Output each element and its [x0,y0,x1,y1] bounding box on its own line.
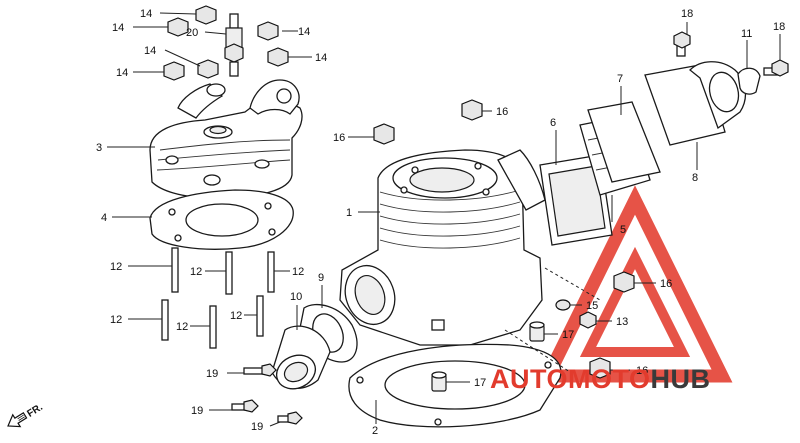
callout-13: 13 [616,316,628,328]
callout-16: 16 [333,132,345,144]
callout-12: 12 [110,261,122,273]
callout-14: 14 [298,26,310,38]
callout-9: 9 [318,272,324,284]
callout-2: 2 [372,425,378,437]
callout-4: 4 [101,212,107,224]
callout-19: 19 [251,421,263,433]
callout-6: 6 [550,117,556,129]
callout-17: 17 [562,329,574,341]
callout-16: 16 [660,278,672,290]
intake-manifold [644,61,747,146]
callout-19: 19 [191,405,203,417]
callout-11: 11 [741,28,752,40]
front-direction-arrow: FR. [7,402,45,428]
callout-12: 12 [190,266,202,278]
watermark-auto: AUTO [490,364,568,394]
callout-14: 14 [144,45,156,57]
clamp [737,67,761,95]
callout-12: 12 [230,310,242,322]
callout-12: 12 [176,321,188,333]
callout-16: 16 [496,106,508,118]
callout-8: 8 [692,172,698,184]
callout-12: 12 [292,266,304,278]
callout-7: 7 [617,73,623,85]
callout-5: 5 [620,224,626,236]
watermark-text: AUTOMOTOHUB [490,364,711,394]
cylinder [339,149,546,346]
leader-lines [107,12,781,427]
watermark-logo [537,185,733,383]
callout-17: 17 [474,377,486,389]
callout-20: 20 [186,27,198,39]
bolts-19-18 [231,31,789,425]
svg-text:AUTOMOTOHUB: AUTOMOTOHUB [490,364,711,394]
callout-12: 12 [110,314,122,326]
front-label: FR. [25,402,45,420]
spark-plug [224,13,244,77]
base-gasket [348,343,562,428]
callout-3: 3 [96,142,102,154]
callout-10: 10 [290,291,302,303]
callout-numbers: 14 14 14 14 14 14 20 3 4 12 12 12 12 12 … [96,8,785,437]
watermark-moto: MOTO [568,364,651,394]
callout-16: 16 [636,365,648,377]
callout-18: 18 [773,21,785,33]
callout-14: 14 [315,52,327,64]
nut-hardware [163,5,635,379]
cylinder-head [149,79,303,199]
callout-19: 19 [206,368,218,380]
callout-14: 14 [116,67,128,79]
callout-18: 18 [681,8,693,20]
stud-bolts [161,247,275,349]
callout-14: 14 [112,22,124,34]
exhaust-flange [271,325,331,390]
callout-14: 14 [140,8,152,20]
dowel-pin [431,321,545,392]
reed-gasket [587,101,661,183]
head-gasket [149,189,294,250]
callout-15: 15 [586,300,598,312]
watermark-hub: HUB [651,364,711,394]
callout-1: 1 [346,207,352,219]
